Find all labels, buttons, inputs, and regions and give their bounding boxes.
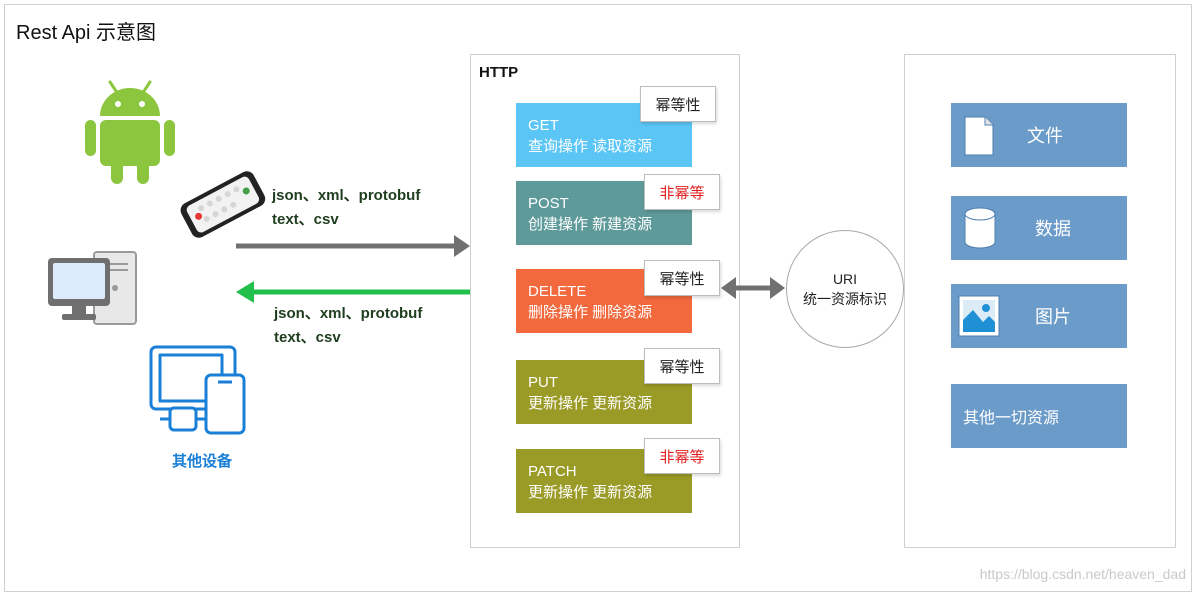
method-name: POST: [528, 195, 569, 212]
method-patch: PATCH 更新操作 更新资源: [516, 449, 692, 513]
response-formats-line2: text、csv: [274, 329, 341, 346]
resource-other: 其他一切资源: [951, 384, 1127, 448]
method-name: PATCH: [528, 463, 577, 480]
method-get: GET 查询操作 读取资源: [516, 103, 692, 167]
method-delete: DELETE 删除操作 删除资源: [516, 269, 692, 333]
resource-label: 数据: [1035, 219, 1071, 239]
idempotent-badge-delete: 幂等性: [644, 260, 720, 296]
method-op: 更新操作 更新资源: [528, 395, 653, 412]
database-icon: [964, 207, 996, 249]
resource-label: 其他一切资源: [963, 410, 1060, 427]
resource-file: 文件: [951, 103, 1127, 167]
method-put: PUT 更新操作 更新资源: [516, 360, 692, 424]
method-name: DELETE: [528, 283, 587, 300]
uri-description: 统一资源标识: [803, 291, 887, 307]
resource-label: 文件: [1027, 126, 1063, 146]
resource-image: 图片: [951, 284, 1127, 348]
watermark: https://blog.csdn.net/heaven_dad: [979, 566, 1186, 582]
idempotent-badge-patch: 非幂等: [644, 438, 720, 474]
http-title: HTTP: [479, 64, 519, 81]
resource-data: 数据: [951, 196, 1127, 260]
diagram-title: Rest Api 示意图: [16, 22, 157, 44]
desktop-computer-icon: [48, 251, 137, 325]
uri-label: URI: [832, 271, 858, 287]
response-arrow: [236, 281, 470, 303]
request-formats-line2: text、csv: [272, 211, 339, 228]
idempotent-badge-post: 非幂等: [644, 174, 720, 210]
method-name: PUT: [528, 374, 558, 391]
method-op: 更新操作 更新资源: [528, 484, 653, 501]
request-arrow: [236, 235, 470, 257]
request-formats-line1: json、xml、protobuf: [272, 187, 421, 204]
response-formats: json、xml、protobuf text、csv: [274, 302, 422, 350]
idempotent-badge-get: 幂等性: [640, 86, 716, 122]
phone-icon: [180, 171, 266, 238]
image-icon: [958, 295, 1000, 337]
android-icon: [85, 80, 175, 184]
uri-circle: URI 统一资源标识: [786, 230, 904, 348]
other-devices-caption: 其他设备: [172, 453, 233, 470]
method-name: GET: [528, 117, 559, 134]
method-op: 查询操作 读取资源: [528, 138, 653, 155]
resource-label: 图片: [1035, 307, 1071, 327]
response-formats-line1: json、xml、protobuf: [274, 305, 423, 322]
file-icon: [964, 116, 994, 156]
method-op: 创建操作 新建资源: [528, 216, 653, 233]
idempotent-badge-put: 幂等性: [644, 348, 720, 384]
method-op: 删除操作 删除资源: [528, 304, 653, 321]
http-uri-double-arrow: [721, 277, 785, 299]
request-formats: json、xml、protobuf text、csv: [272, 184, 420, 232]
method-post: POST 创建操作 新建资源: [516, 181, 692, 245]
other-devices-icon: [149, 345, 246, 435]
